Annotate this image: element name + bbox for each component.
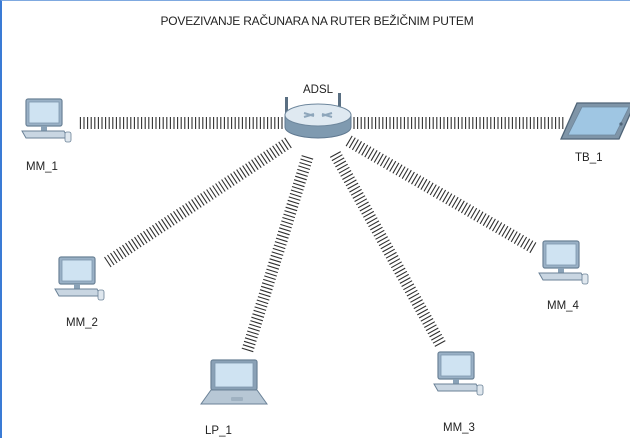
mm1-desktop-pc-icon[interactable] — [21, 98, 72, 143]
lp1-label: LP_1 — [205, 425, 232, 437]
mm4-label: MM_4 — [547, 300, 579, 312]
wireless-link-mm2 — [104, 137, 292, 268]
wireless-link-mm4 — [345, 135, 537, 254]
wireless-link-mm1 — [79, 117, 283, 129]
mm3-label: MM_3 — [443, 422, 475, 434]
mm3-desktop-pc-icon[interactable] — [433, 351, 484, 396]
mm2-desktop-pc-icon[interactable] — [54, 256, 105, 301]
mm2-label: MM_2 — [66, 317, 98, 329]
tb1-label: TB_1 — [575, 152, 603, 164]
diagram-title: POVEZIVANJE RAČUNARA NA RUTER BEŽIČNIM P… — [160, 14, 474, 28]
mm4-desktop-pc-icon[interactable] — [538, 240, 589, 285]
links-layer — [79, 117, 564, 353]
lp1-laptop-icon[interactable] — [200, 359, 268, 405]
wireless-link-lp1 — [241, 155, 314, 353]
router-router-icon[interactable] — [284, 93, 352, 139]
mm1-label: MM_1 — [26, 161, 58, 173]
wireless-link-mm3 — [329, 151, 446, 347]
tb1-tablet-icon[interactable] — [559, 102, 630, 140]
wireless-link-tb1 — [353, 117, 564, 129]
devices-layer — [21, 93, 630, 405]
router-label: ADSL — [303, 84, 334, 96]
